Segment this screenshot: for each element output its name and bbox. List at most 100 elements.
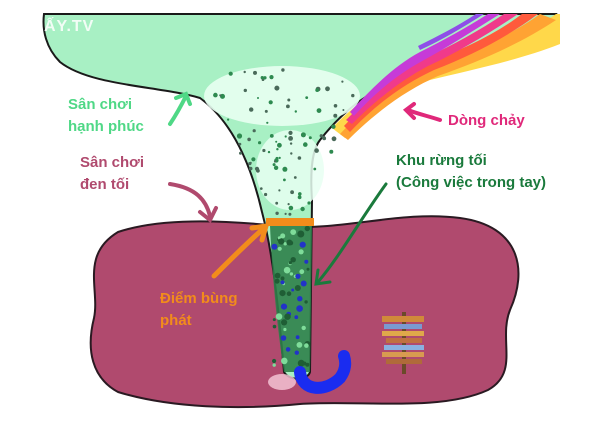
forest-tree-dot [286, 239, 293, 246]
forest-tree-dot [272, 318, 276, 322]
sparkle-dot [298, 192, 302, 196]
forest-tree-dot [299, 269, 305, 275]
forest-tree-dot [280, 233, 286, 239]
sparkle-dot [294, 110, 297, 113]
sparkle-dot [289, 142, 293, 145]
sparkle-dot [287, 203, 290, 206]
forest-tree-dot [280, 335, 287, 341]
sparkle-dot [288, 212, 292, 216]
sparkle-dot [243, 70, 246, 74]
label-ignition-line2: phát [160, 312, 192, 329]
forest-tree-dot [304, 343, 309, 348]
label-forest-line1: Khu rừng tối [396, 152, 487, 169]
sparkle-dot [331, 136, 337, 142]
watermark: ẤY.TV [44, 18, 95, 35]
forest-tree-dot [297, 359, 305, 367]
sparkle-dot [257, 97, 259, 99]
forest-tree-dot [295, 273, 301, 279]
forest-tree-dot [272, 324, 277, 329]
sparkle-dot [341, 80, 344, 83]
forest-tree-dot [296, 305, 303, 312]
forest-tree-dot [280, 280, 285, 285]
sparkle-dot [239, 151, 242, 155]
sparkle-dot [275, 211, 279, 215]
sparkle-dot [314, 148, 319, 153]
label-dark-line1: Sân chơi [80, 154, 145, 171]
dark-forest-column [270, 226, 312, 372]
label-dark-playground: Sân chơi đen tối [80, 152, 144, 196]
forest-tree-dot [280, 303, 288, 310]
forest-tree-dot [283, 266, 291, 274]
sparkle-dot [273, 165, 279, 170]
sparkle-dot [316, 108, 322, 113]
sparkle-dot [254, 166, 260, 171]
forest-tree-dot [305, 362, 310, 367]
sparkle-dot [288, 136, 293, 141]
sparkle-dot [269, 134, 274, 138]
forest-tree-dot [299, 241, 306, 248]
sparkle-dot [303, 142, 308, 147]
arrow-ignition [211, 222, 270, 279]
sparkle-dot [276, 148, 279, 151]
sparkle-dot [267, 150, 271, 154]
forest-tree-dot [291, 288, 295, 292]
sparkle-dot [253, 70, 257, 75]
forest-tree-dot [297, 230, 305, 238]
sparkle-dot [260, 187, 263, 190]
rainbow-band-red [344, 14, 538, 132]
sparkle-dot [287, 98, 291, 102]
forest-tree-dot [281, 319, 288, 326]
arrow-dark [168, 182, 218, 224]
forest-tree-dot [271, 243, 278, 250]
label-ignition-point: Điểm bùng phát [160, 288, 238, 332]
rainbow-band-purple [418, 14, 484, 50]
sparkle-dot [300, 206, 305, 212]
sparkle-dot [219, 94, 222, 97]
sparkle-dot [252, 129, 256, 133]
forest-tree-dot [285, 347, 291, 352]
sparkle-dot [331, 124, 336, 129]
sparkle-dot [329, 149, 334, 154]
forest-tree-dot [280, 276, 285, 281]
sparkle-dot [262, 148, 266, 153]
forest-tree-dot [288, 261, 292, 265]
arrow-flow [402, 102, 442, 122]
label-flow: Dòng chảy [448, 112, 525, 129]
forest-tree-dot [290, 229, 297, 236]
forest-trees [271, 225, 311, 367]
sparkle-dot [297, 156, 302, 160]
sparkle-dot [290, 152, 293, 155]
sparkle-dot [269, 75, 274, 80]
forest-tree-dot [306, 267, 310, 271]
sparkle-dot [247, 137, 251, 142]
sparkle-dot [333, 104, 338, 108]
arrow-forest [314, 182, 388, 286]
sparkle-dot [333, 113, 338, 118]
sparkle-dot [284, 135, 287, 138]
sparkle-dot [281, 68, 285, 72]
sparkle-dot [325, 86, 330, 92]
sparkle-dot [282, 166, 288, 172]
sparkle-dot [275, 140, 278, 143]
forest-tree-dot [283, 242, 287, 246]
forest-tree-dot [300, 280, 307, 287]
forest-tree-dot [294, 350, 299, 355]
forest-tree-dot [296, 342, 303, 348]
forest-tree-dot [304, 225, 310, 232]
ignition-band [266, 218, 314, 226]
forest-tree-dot [283, 327, 287, 332]
sparkle-dot [283, 178, 286, 182]
forest-tree-dot [274, 278, 280, 284]
forest-tree-dot [286, 291, 292, 297]
sparkle-dot [351, 93, 355, 98]
sparkle-dot [313, 167, 317, 171]
sparkle-dot [321, 135, 326, 140]
forest-tree-dot [294, 315, 299, 320]
sparkle-dot [300, 132, 306, 138]
forest-tree-dot [302, 361, 307, 366]
sparkle-dot [228, 71, 233, 76]
sparkle-dot [275, 201, 279, 205]
forest-tree-dot [278, 238, 285, 245]
sparkle-dot [266, 121, 269, 124]
sparkle-dot [249, 161, 252, 164]
